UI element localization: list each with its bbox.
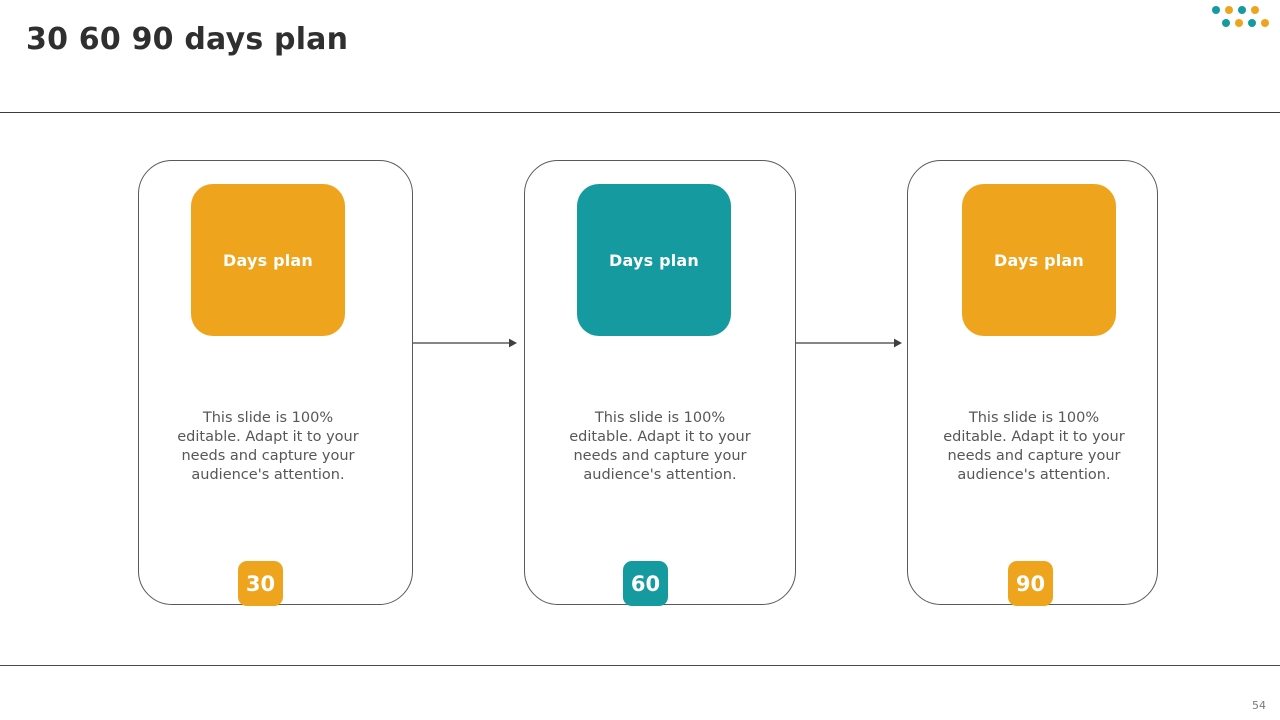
- dot-icon: [1251, 6, 1259, 14]
- dot-icon: [1238, 6, 1246, 14]
- plan-card[interactable]: Days plan This slide is 100% editable. A…: [907, 160, 1158, 606]
- card-day-badge: 30: [238, 561, 283, 606]
- card-header-box: Days plan: [577, 184, 731, 336]
- arrow-right-icon: [796, 338, 902, 348]
- card-header-label: Days plan: [222, 250, 314, 270]
- page-title: 30 60 90 days plan: [26, 22, 349, 57]
- dot-icon: [1261, 19, 1269, 27]
- dot-icon: [1248, 19, 1256, 27]
- dot-icon: [1225, 6, 1233, 14]
- card-body-text: This slide is 100% editable. Adapt it to…: [177, 410, 359, 483]
- card-day-badge: 60: [623, 561, 668, 606]
- plan-card[interactable]: Days plan This slide is 100% editable. A…: [138, 160, 413, 606]
- plan-card[interactable]: Days plan This slide is 100% editable. A…: [524, 160, 796, 606]
- card-day-badge: 90: [1008, 561, 1053, 606]
- card-header-label: Days plan: [993, 250, 1085, 270]
- page-number: 54: [1252, 699, 1266, 712]
- card-header-box: Days plan: [962, 184, 1116, 336]
- dot-row-bottom: [1222, 19, 1269, 27]
- decorative-dots: [1212, 6, 1276, 32]
- footer-divider: [0, 665, 1280, 667]
- arrow-right-icon: [413, 338, 517, 348]
- dot-row-top: [1212, 6, 1259, 14]
- dot-icon: [1222, 19, 1230, 27]
- card-body-text: This slide is 100% editable. Adapt it to…: [943, 410, 1125, 483]
- dot-icon: [1212, 6, 1220, 14]
- header-divider: [0, 112, 1280, 114]
- dot-icon: [1235, 19, 1243, 27]
- card-body-text: This slide is 100% editable. Adapt it to…: [569, 410, 751, 483]
- card-header-label: Days plan: [608, 250, 700, 270]
- card-header-box: Days plan: [191, 184, 345, 336]
